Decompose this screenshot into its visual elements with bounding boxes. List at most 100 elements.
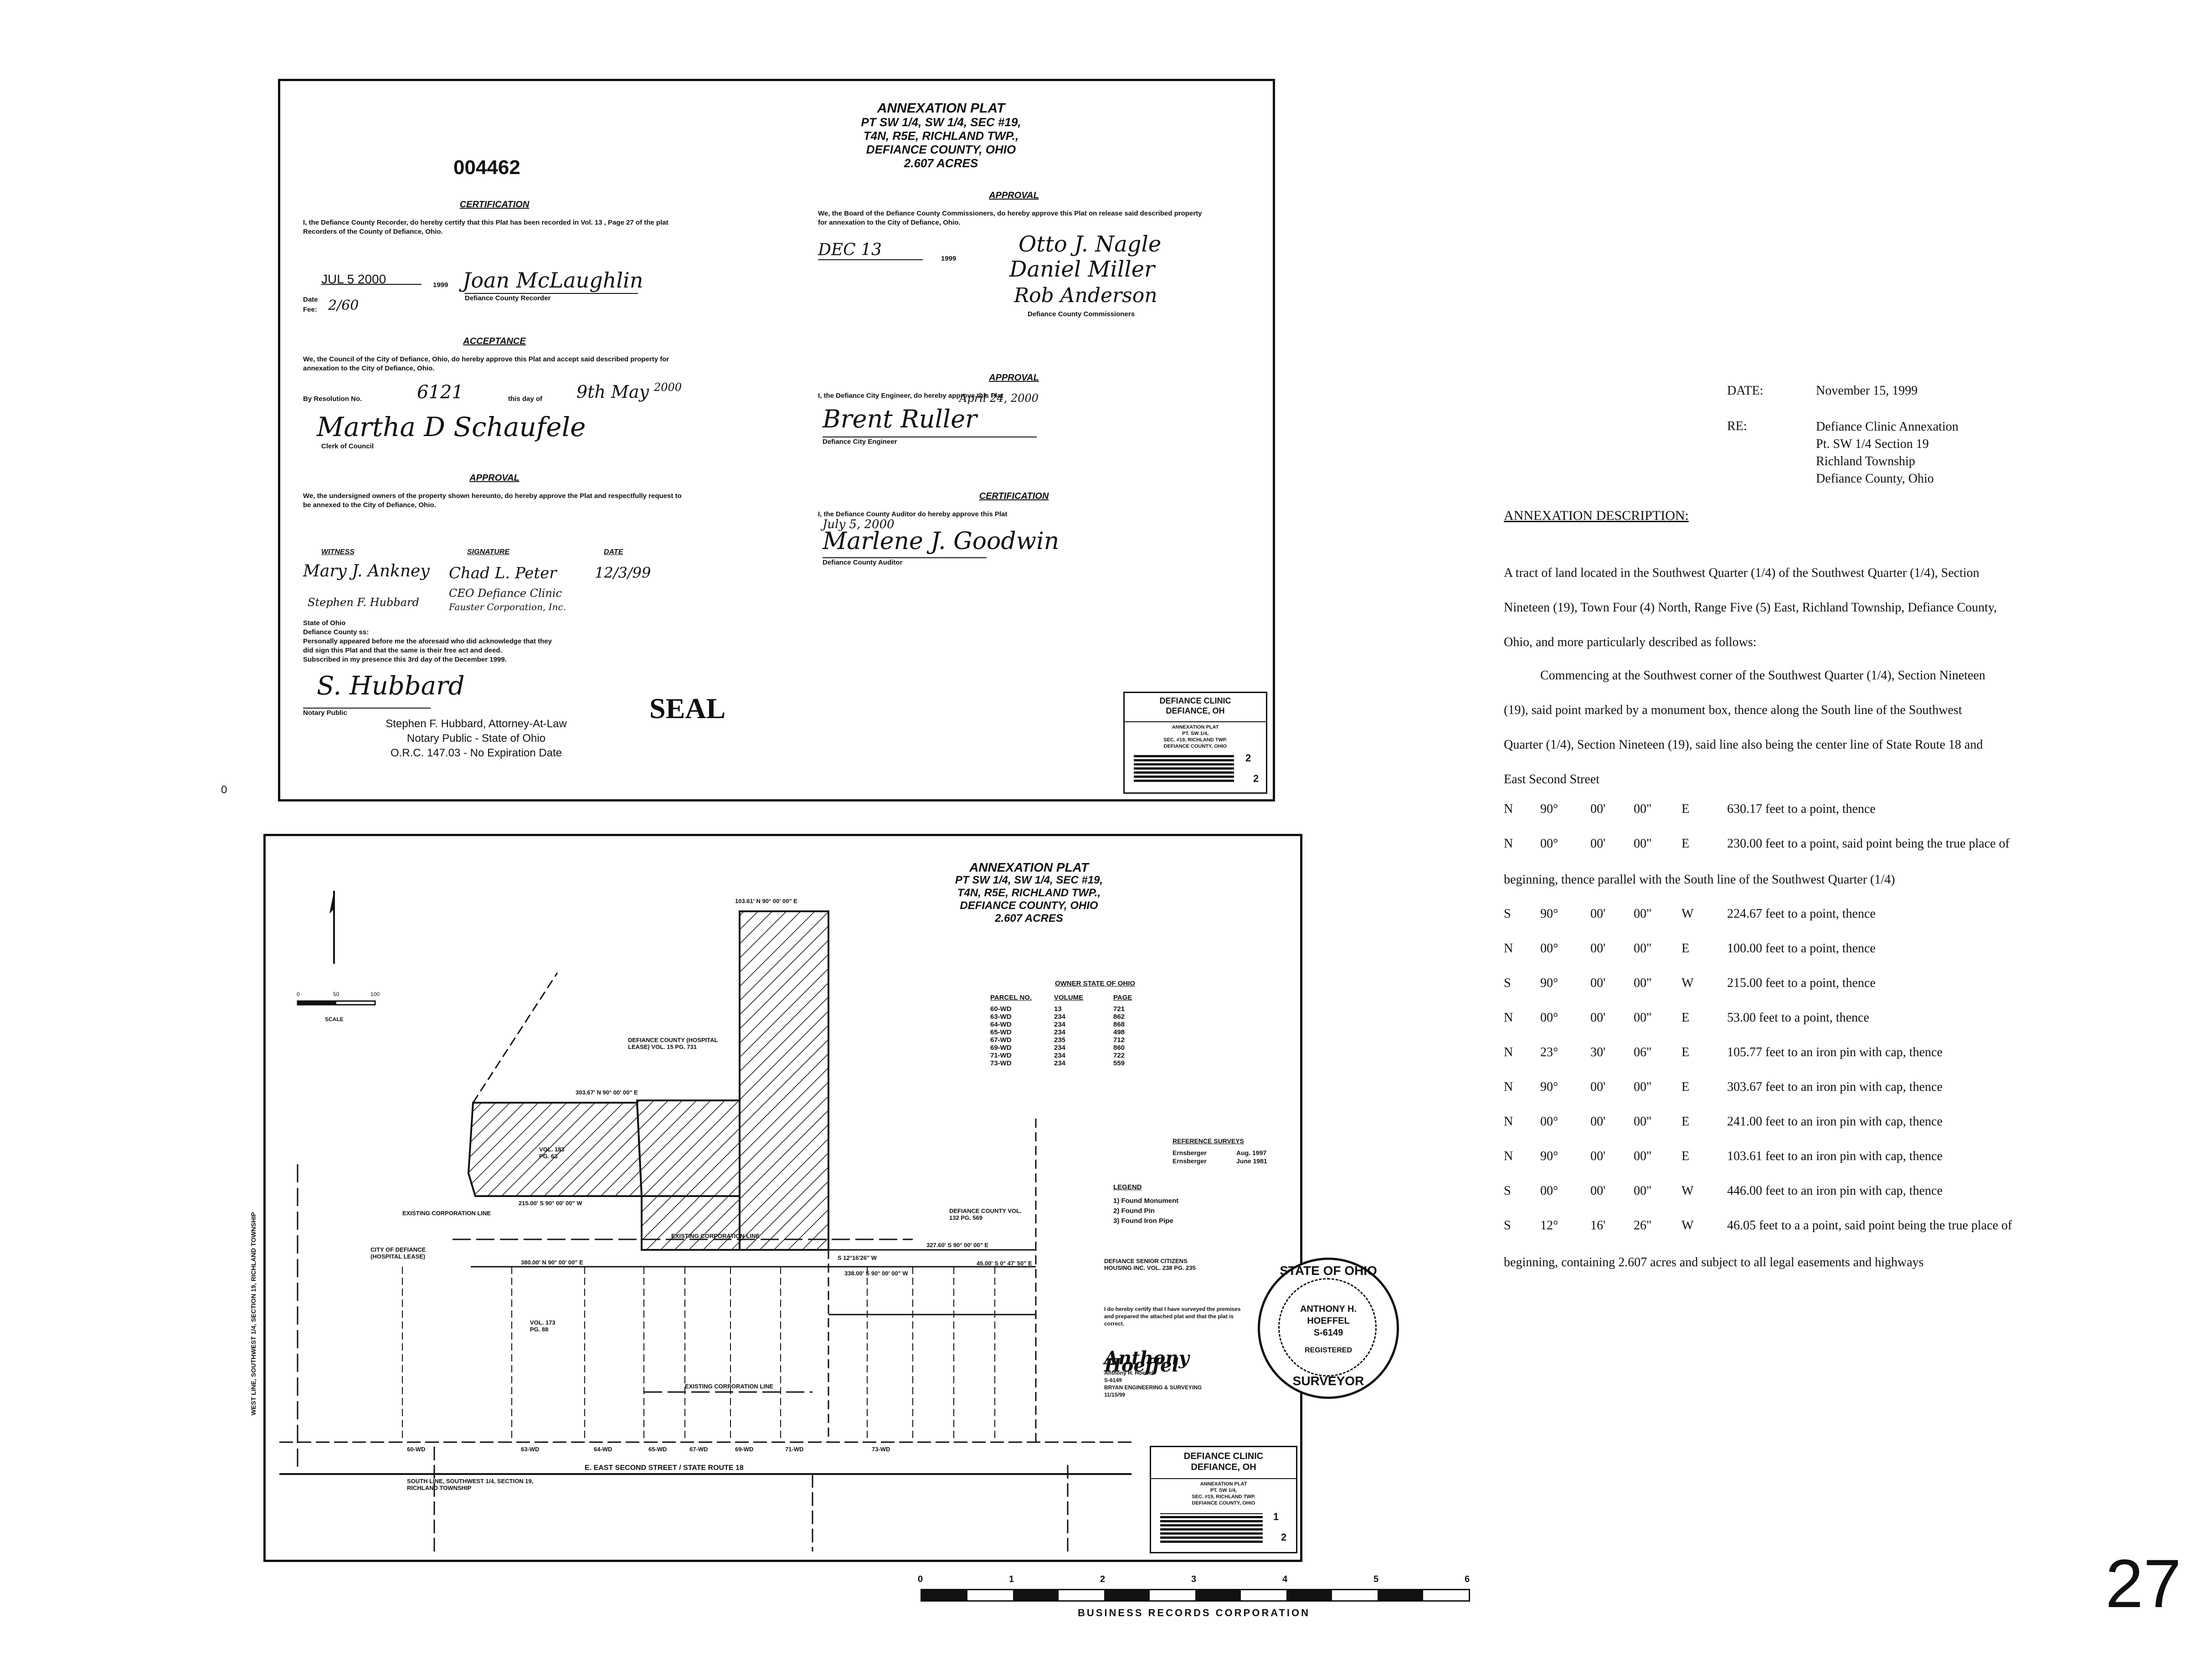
title-block-subline: ANNEXATION PLAT	[1200, 1481, 1247, 1487]
plat-title-line: DEFIANCE COUNTY, OHIO	[960, 899, 1098, 912]
plat-title-line: ANNEXATION PLAT	[877, 101, 1005, 116]
volume-label: VOL. 183 PG. 63	[539, 1146, 565, 1160]
description-line: Commencing at the Southwest corner of th…	[1540, 668, 1985, 683]
bearing-sec: 00"	[1634, 1115, 1652, 1129]
bearing-ns: S	[1504, 1184, 1511, 1198]
hospital-lease-label: DEFIANCE COUNTY (HOSPITAL LEASE) VOL. 15…	[628, 1037, 718, 1050]
bearing-min: 00'	[1590, 1011, 1606, 1025]
top-plat-sheet: ANNEXATION PLAT PT SW 1/4, SW 1/4, SEC #…	[278, 79, 1275, 801]
owner-table-cell: 860	[1113, 1044, 1125, 1052]
re-line: Richland Township	[1816, 454, 1915, 468]
bearing-min: 00'	[1590, 1080, 1606, 1094]
parcel-label: 71-WD	[785, 1446, 804, 1453]
parcel-line	[472, 972, 558, 1103]
sheet-title-block: DEFIANCE CLINIC DEFIANCE, OH ANNEXATION …	[1123, 692, 1267, 794]
column-header: PAGE	[1113, 994, 1132, 1002]
description-line: beginning, thence parallel with the Sout…	[1504, 873, 1895, 887]
description-line: beginning, containing 2.607 acres and su…	[1504, 1255, 1924, 1269]
surveyor-signature: Anthony Hoeffel	[1104, 1347, 1189, 1376]
owner-table-cell: 67-WD	[990, 1036, 1012, 1044]
owner-title: CEO Defiance Clinic	[449, 587, 562, 600]
west-line-label: WEST LINE, SOUTHWEST 1/4, SECTION 19, RI…	[250, 1212, 257, 1416]
owner-table-cell: 73-WD	[990, 1059, 1012, 1067]
fee-label: Fee:	[303, 306, 317, 313]
plat-title-line: T4N, R5E, RICHLAND TWP.,	[957, 887, 1101, 899]
re-label: RE:	[1727, 419, 1747, 433]
notary-line: Subscribed in my presence this 3rd day o…	[303, 656, 507, 663]
bearing-text: 100.00 feet to a point, thence	[1727, 941, 1876, 956]
bearing-text: 224.67 feet to a point, thence	[1727, 907, 1876, 921]
bearing-text: 46.05 feet to a a point, said point bein…	[1727, 1218, 2012, 1233]
bearing-sec: 00"	[1634, 941, 1652, 956]
notary-line: did sign this Plat and that the same is …	[303, 647, 502, 654]
bearing-ns: N	[1504, 941, 1513, 956]
bearing-ew: E	[1682, 1115, 1690, 1129]
surveyor-stamp: STATE OF OHIO ANTHONY H. HOEFFEL S-6149 …	[1258, 1258, 1399, 1399]
bearing-min: 00'	[1590, 837, 1606, 851]
resolution-number: 6121	[417, 382, 463, 403]
scale-mid: 50	[333, 991, 339, 997]
title-block-subline: SEC. #19, RICHLAND TWP.	[1192, 1494, 1255, 1500]
parcel-label: 67-WD	[689, 1446, 708, 1453]
reference-surveyor: Ernsberger	[1173, 1157, 1207, 1165]
bearing-ns: N	[1504, 802, 1513, 816]
plat-title-line: DEFIANCE COUNTY, OHIO	[866, 143, 1016, 156]
legend: LEGEND 1) Found Monument 2) Found Pin 3)…	[1113, 1182, 1232, 1226]
bearing-deg: 00°	[1540, 1115, 1558, 1129]
sheet-number: 1	[1273, 1511, 1279, 1522]
title-block-stripes	[1134, 755, 1234, 782]
document-number: 004462	[453, 156, 520, 179]
title-block-stripes	[1160, 1513, 1263, 1543]
bearing-deg: 00°	[1540, 1011, 1558, 1025]
recorder-certification: CERTIFICATION I, the Defiance County Rec…	[303, 200, 686, 313]
engineer-date: April 24, 2000	[959, 392, 1039, 405]
parcel-label: 63-WD	[521, 1446, 540, 1453]
notary-line: Personally appeared before me the afores…	[303, 637, 552, 645]
bearing-min: 00'	[1590, 1184, 1606, 1198]
witness-column: WITNESS	[321, 548, 355, 556]
signer-label: Clerk of Council	[321, 442, 374, 450]
bearing-ns: S	[1504, 907, 1511, 921]
bearing-ew: E	[1682, 1149, 1690, 1163]
ruler-number: 3	[1191, 1574, 1197, 1584]
dimension-label: S 12°16'26" W	[838, 1254, 877, 1261]
seal-word: SEAL	[649, 692, 726, 724]
day-label: this day of	[508, 395, 543, 403]
date-label: Date	[303, 296, 318, 303]
owners-approval-text: We, the undersigned owners of the proper…	[303, 492, 682, 509]
legend-item: 1) Found Monument	[1113, 1197, 1179, 1205]
description-line: East Second Street	[1504, 772, 1600, 786]
ruler-number: 5	[1373, 1574, 1379, 1584]
county-parcel-label: DEFIANCE COUNTY VOL. 132 PG. 569	[949, 1207, 1022, 1221]
corporation-line-label: EXISTING CORPORATION LINE	[671, 1233, 760, 1239]
scale-label: SCALE	[325, 1016, 344, 1022]
witness-signature: Mary J. Ankney	[303, 562, 430, 581]
stamp-bottom-text: SURVEYOR	[1292, 1374, 1364, 1388]
notary-line: Defiance County ss:	[303, 628, 369, 636]
dimension-label: 303.67' N 90° 00' 00" E	[576, 1089, 638, 1096]
legend-item: 2) Found Pin	[1113, 1207, 1155, 1215]
owner-table: OWNER STATE OF OHIO PARCEL NO. VOLUME PA…	[990, 980, 1173, 1067]
surveyor-text: I do hereby certify that I have surveyed…	[1104, 1306, 1241, 1327]
bearing-ew: E	[1682, 802, 1690, 816]
date-column: DATE	[604, 548, 623, 556]
bearing-sec: 26"	[1634, 1218, 1652, 1233]
street-label: E. EAST SECOND STREET / STATE ROUTE 18	[585, 1464, 744, 1472]
notary-stamp: Stephen F. Hubbard, Attorney-At-Law Nota…	[339, 717, 613, 760]
owner-table-cell: 234	[1054, 1021, 1066, 1028]
owner-table-cell: 559	[1113, 1059, 1125, 1067]
plat-title-line: PT SW 1/4, SW 1/4, SEC #19,	[955, 874, 1103, 886]
bearing-text: 241.00 feet to an iron pin with cap, the…	[1727, 1115, 1943, 1129]
owner-company: Fauster Corporation, Inc.	[449, 601, 566, 612]
owner-table-cell: 722	[1113, 1052, 1125, 1059]
